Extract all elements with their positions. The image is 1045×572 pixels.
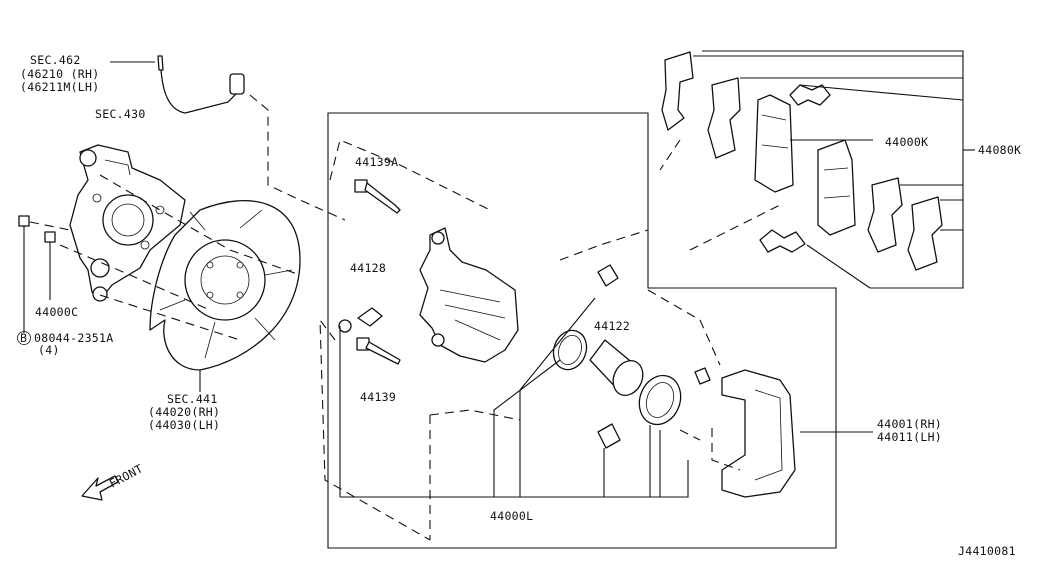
label-44001: 44001(RH) — [877, 417, 942, 431]
guide-pin-bolt-upper — [354, 179, 401, 214]
label-44139: 44139 — [360, 390, 396, 404]
brake-pad-outer — [754, 94, 794, 193]
pad-clip-upper — [789, 84, 831, 106]
brake-hose — [110, 55, 245, 114]
piston — [589, 339, 644, 397]
label-front: FRONT — [107, 461, 145, 490]
label-bolt-qty: (4) — [38, 343, 60, 357]
pad-kit-frame — [702, 50, 964, 289]
brake-pad-inner — [817, 139, 856, 236]
label-46210: (46210 (RH) — [20, 67, 99, 81]
bleeder-cap — [597, 264, 711, 449]
pad-shim-2 — [707, 77, 741, 159]
pad-shim-3 — [867, 177, 903, 253]
label-44122: 44122 — [594, 319, 630, 333]
label-sec441: SEC.441 — [167, 392, 218, 406]
label-sec430: SEC.430 — [95, 107, 146, 121]
label-sec462: SEC.462 — [30, 53, 81, 67]
label-44000l: 44000L — [490, 509, 533, 523]
bolt-badge: B — [17, 331, 31, 345]
steering-knuckle — [69, 144, 186, 302]
bolt-badge-letter: B — [20, 331, 27, 345]
label-44080k: 44080K — [978, 143, 1021, 157]
caliper-body — [419, 227, 519, 363]
piston-seal — [552, 329, 588, 371]
pad-clip-lower — [759, 229, 806, 253]
piston-boot — [638, 374, 682, 426]
label-bolt-number: 08044-2351A — [34, 331, 113, 345]
label-44128: 44128 — [350, 261, 386, 275]
label-44011: 44011(LH) — [877, 430, 942, 444]
label-44030: (44030(LH) — [148, 418, 220, 432]
label-46211m: (46211M(LH) — [20, 80, 99, 94]
diagram-id: J4410081 — [958, 544, 1016, 558]
label-44020: (44020(RH) — [148, 405, 220, 419]
label-44139a: 44139A — [355, 155, 398, 169]
front-direction-arrow — [81, 475, 119, 501]
caliper-torque-member — [721, 369, 796, 498]
bleeder-screw — [338, 307, 383, 333]
caliper-assembly-frame — [327, 112, 837, 549]
brake-back-plate — [149, 199, 301, 392]
label-44000k: 44000K — [885, 135, 928, 149]
pad-shim-1 — [661, 51, 694, 131]
pad-shim-4 — [907, 196, 943, 271]
mounting-bolt — [18, 215, 71, 333]
guide-pin-bolt-lower — [356, 337, 401, 365]
label-44000c: 44000C — [35, 305, 78, 319]
